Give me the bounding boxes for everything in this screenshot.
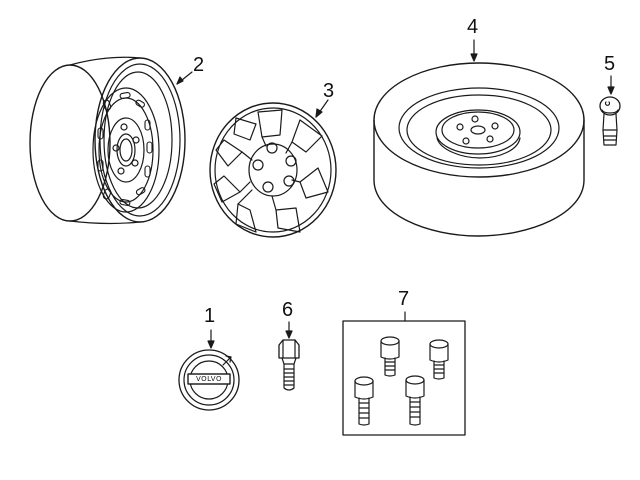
steel-wheel-rim-icon bbox=[30, 57, 185, 223]
center-cap-badge-text: VOLVO bbox=[196, 375, 222, 383]
callout-number-6: 6 bbox=[282, 299, 294, 321]
wheel-cover-hubcap-icon bbox=[210, 103, 336, 237]
wheel-center-cap-icon bbox=[179, 350, 239, 410]
callout-number-3: 3 bbox=[323, 80, 335, 102]
callout-number-2: 2 bbox=[193, 54, 205, 76]
spare-tire-icon bbox=[374, 63, 584, 236]
valve-stem-icon bbox=[600, 97, 620, 145]
locking-bolt-set-icon bbox=[343, 321, 465, 435]
callout-number-7: 7 bbox=[398, 288, 410, 310]
callout-number-1: 1 bbox=[204, 305, 216, 327]
callout-number-5: 5 bbox=[604, 53, 616, 75]
callout-number-4: 4 bbox=[467, 16, 479, 38]
lug-bolt-icon bbox=[279, 340, 299, 390]
